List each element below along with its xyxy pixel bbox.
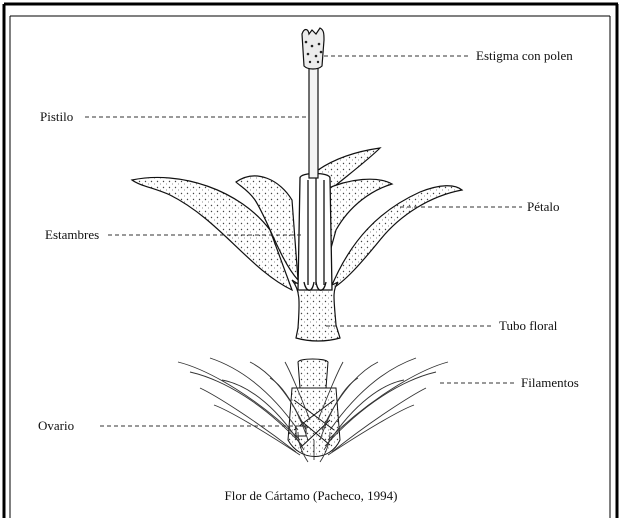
label-ovario: Ovario [38,419,74,432]
stigma-drawing [302,28,324,69]
pistil-drawing [302,28,324,178]
stamens-drawing [298,174,332,291]
label-filamentos: Filamentos [521,376,579,389]
figure-caption: Flor de Cártamo (Pacheco, 1994) [0,488,622,504]
label-estambres: Estambres [45,228,99,241]
label-pistilo: Pistilo [40,110,73,123]
petals-drawing [132,148,462,341]
label-petalo: Pétalo [527,200,560,213]
label-tubo-floral: Tubo floral [499,319,557,332]
label-estigma: Estigma con polen [476,49,573,62]
